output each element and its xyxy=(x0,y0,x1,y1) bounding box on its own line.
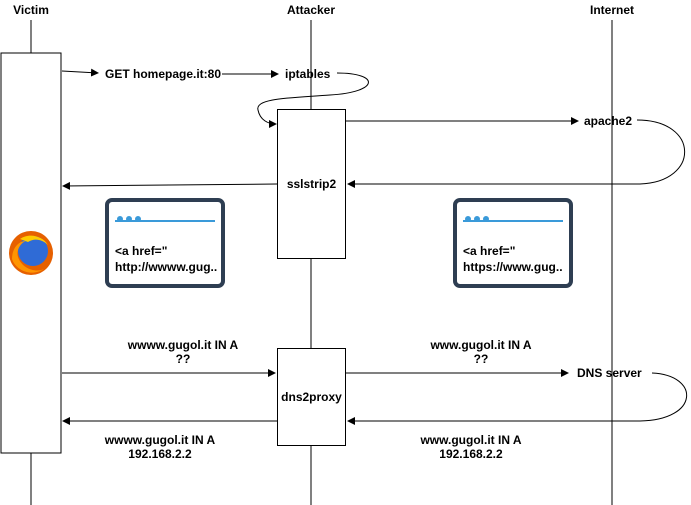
label-line: 192.168.2.2 xyxy=(128,447,192,461)
browser-window-https: <a href=" https://www.gug.. xyxy=(453,198,573,288)
code-line: <a href=" xyxy=(463,244,516,258)
label-line: wwww.gugol.it IN A xyxy=(104,433,216,447)
browser-code-http: <a href=" http://wwww.gug.. xyxy=(115,243,217,275)
label-line: www.gugol.it IN A xyxy=(430,338,532,352)
label-line: ?? xyxy=(473,352,489,366)
sslstrip2-label: sslstrip2 xyxy=(286,177,337,191)
code-line: https://www.gug.. xyxy=(463,260,563,274)
apache2-label: apache2 xyxy=(584,114,633,128)
answer-victim-label: wwww.gugol.it IN A 192.168.2.2 xyxy=(105,433,215,461)
lane-victim: Victim xyxy=(13,3,49,17)
arrow-dnsserver-to-dns2proxy xyxy=(347,372,688,425)
sslstrip2-box: sslstrip2 xyxy=(277,109,346,259)
dns2proxy-label: dns2proxy xyxy=(281,390,342,404)
arrow-iptables-to-sslstrip2 xyxy=(257,72,369,128)
dns-server-label: DNS server xyxy=(577,366,642,380)
iptables-label: iptables xyxy=(285,67,331,81)
label-line: www.gugol.it IN A xyxy=(420,433,522,447)
answer-internet-label: www.gugol.it IN A 192.168.2.2 xyxy=(420,433,521,461)
arrow-apache2-to-sslstrip2 xyxy=(347,119,686,188)
code-line: http://wwww.gug.. xyxy=(115,260,218,274)
dns2proxy-box: dns2proxy xyxy=(277,348,346,446)
query-victim-label: wwww.gugol.it IN A ?? xyxy=(128,338,238,366)
label-line: 192.168.2.2 xyxy=(439,447,503,461)
address-bar xyxy=(463,220,563,222)
firefox-icon xyxy=(6,229,56,277)
window-dots xyxy=(465,209,492,227)
address-bar xyxy=(115,220,215,222)
lane-attacker: Attacker xyxy=(286,3,336,17)
browser-code-https: <a href=" https://www.gug.. xyxy=(463,243,563,275)
query-internet-label: www.gugol.it IN A ?? xyxy=(430,338,531,366)
browser-window-http: <a href=" http://wwww.gug.. xyxy=(105,198,225,288)
window-dots xyxy=(117,209,144,227)
lane-internet: Internet xyxy=(589,3,635,17)
get-request-label: GET homepage.it:80 xyxy=(105,67,222,81)
code-line: <a href=" xyxy=(115,244,168,258)
arrow-sslstrip2-to-victim xyxy=(62,181,278,190)
label-line: ?? xyxy=(175,352,191,366)
arrow-victim-to-get xyxy=(61,68,99,77)
label-line: wwww.gugol.it IN A xyxy=(127,338,239,352)
